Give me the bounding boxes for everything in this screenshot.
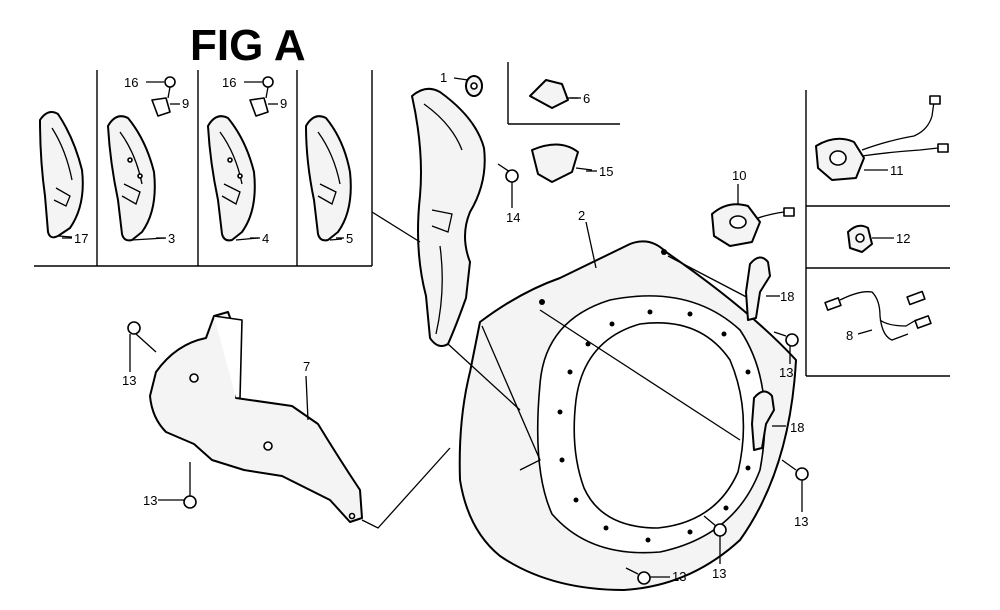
callout-4: 4 — [262, 231, 269, 246]
bolt-14 — [497, 163, 519, 200]
callout-10: 10 — [732, 168, 746, 183]
callout-13-d: 13 — [794, 514, 808, 529]
wire-harness-8 — [824, 290, 932, 341]
right-parts-group — [805, 90, 950, 377]
callout-18-a: 18 — [780, 289, 794, 304]
switch-10 — [711, 203, 795, 247]
bolt-13-right-bottom — [781, 459, 809, 481]
callout-6: 6 — [583, 91, 590, 106]
figure-title: FIG A — [190, 21, 306, 70]
bracket-7 — [149, 311, 451, 529]
clip-6 — [529, 79, 578, 109]
callout-labels: 17 3 4 5 16 16 9 9 1 6 15 14 2 10 11 12 … — [74, 70, 910, 584]
callout-7: 7 — [303, 359, 310, 374]
bolt-13-right-mid — [773, 331, 799, 347]
bolt-16-b — [244, 76, 274, 99]
fan-cover-2 — [458, 221, 797, 591]
callout-9-a: 9 — [182, 96, 189, 111]
callout-13-a: 13 — [122, 373, 136, 388]
callout-14: 14 — [506, 210, 520, 225]
callout-9-b: 9 — [280, 96, 287, 111]
callout-12: 12 — [896, 231, 910, 246]
bracket-18-upper — [745, 256, 780, 321]
callout-11: 11 — [890, 163, 904, 178]
callout-2: 2 — [578, 208, 585, 223]
callout-1: 1 — [440, 70, 447, 85]
callout-8: 8 — [846, 328, 853, 343]
bolt-13-bottom-left — [625, 567, 651, 585]
callout-13-f: 13 — [672, 569, 686, 584]
fan-cover-bolt-holes — [557, 309, 759, 543]
nut-1 — [453, 75, 483, 97]
callout-18-b: 18 — [790, 420, 804, 435]
callout-13-c: 13 — [779, 365, 793, 380]
shroud-panel-5 — [305, 115, 352, 242]
callout-16-a: 16 — [124, 75, 138, 90]
clip-15 — [531, 143, 593, 183]
shroud-panels-group — [34, 70, 373, 267]
switch-11 — [815, 95, 949, 181]
callout-17: 17 — [74, 231, 88, 246]
shroud-panel-4 — [207, 115, 259, 242]
bracket-18-lower — [751, 390, 786, 451]
callout-15: 15 — [599, 164, 613, 179]
clip-9-a — [151, 97, 180, 117]
part-6-frame — [507, 62, 620, 125]
shroud-panel-3 — [107, 115, 166, 242]
callout-16-b: 16 — [222, 75, 236, 90]
callout-13-e: 13 — [712, 566, 726, 581]
callout-13-b: 13 — [143, 493, 157, 508]
shroud-panel-17 — [39, 111, 84, 239]
bolt-13-left-top — [127, 321, 157, 353]
bolt-13-left-bottom — [183, 462, 197, 509]
bolt-16-a — [146, 76, 176, 99]
callout-leaders — [62, 97, 894, 578]
air-guide — [371, 87, 486, 347]
callout-5: 5 — [346, 231, 353, 246]
callout-3: 3 — [168, 231, 175, 246]
clip-9-b — [249, 97, 278, 117]
nut-12 — [847, 224, 873, 253]
